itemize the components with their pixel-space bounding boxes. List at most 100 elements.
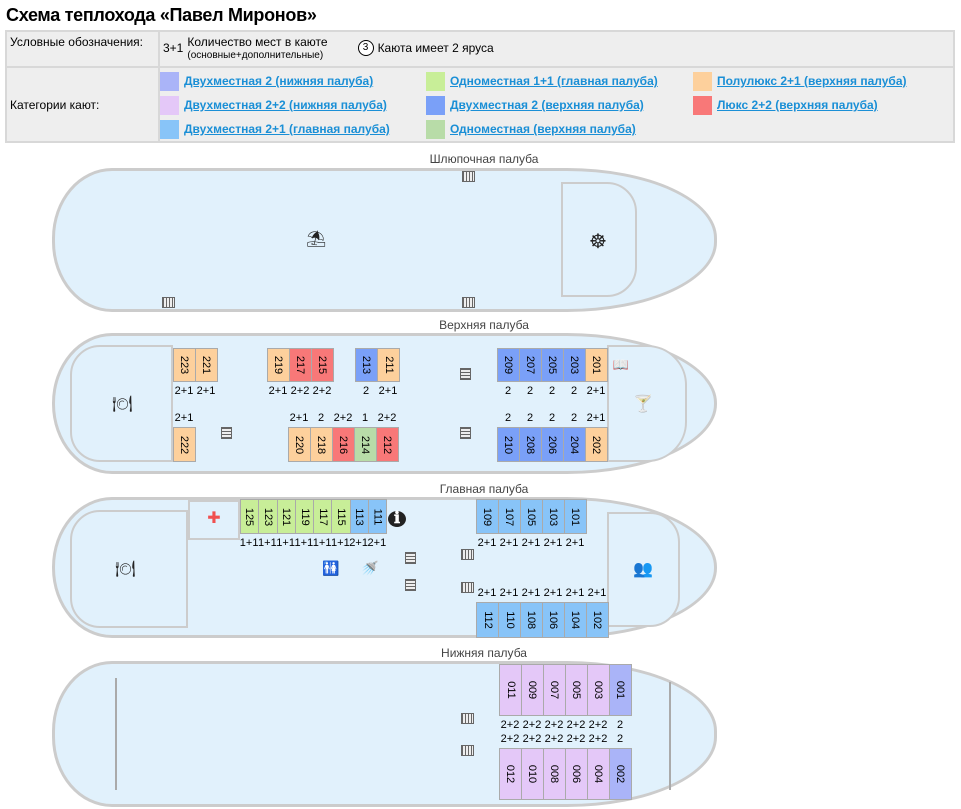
cabin-004[interactable]: 004 (587, 748, 610, 800)
category-item[interactable]: Двухместная 2 (нижняя палуба) (160, 69, 425, 93)
places-sample: 3+1 (163, 41, 184, 55)
cabin-number: 119 (298, 507, 311, 526)
stairs-icon (461, 745, 474, 756)
cabin-010[interactable]: 010 (521, 748, 544, 800)
deck-label: Главная палуба (439, 482, 529, 496)
restaurant-icon: 🍽 (115, 561, 136, 578)
cabin-218[interactable]: 218 (310, 427, 333, 462)
cabin-202[interactable]: 202 (585, 427, 608, 462)
cabin-203[interactable]: 203 (563, 348, 586, 382)
category-item[interactable]: Полулюкс 2+1 (верхняя палуба) (693, 69, 958, 93)
category-link[interactable]: Люкс 2+2 (верхняя палуба) (717, 98, 878, 112)
category-item[interactable]: Одноместная (верхняя палуба) (426, 117, 691, 141)
cabin-number: 215 (316, 355, 329, 375)
cabin-215[interactable]: 215 (311, 348, 334, 382)
cabin-112[interactable]: 112 (476, 602, 499, 638)
cabin-205[interactable]: 205 (541, 348, 564, 382)
category-link[interactable]: Двухместная 2 (нижняя палуба) (184, 74, 374, 88)
cabin-219[interactable]: 219 (267, 348, 290, 382)
tier-text: Каюта имеет 2 яруса (377, 41, 494, 55)
category-link[interactable]: Одноместная (верхняя палуба) (450, 122, 636, 136)
cabin-number: 103 (547, 507, 560, 526)
category-link[interactable]: Двухместная 2+2 (нижняя палуба) (184, 98, 387, 112)
stairs-icon (162, 297, 175, 308)
cabin-number: 123 (261, 507, 274, 526)
cabin-209[interactable]: 209 (497, 348, 520, 382)
cabin-201[interactable]: 201 (585, 348, 608, 382)
conference-icon: 👥 (633, 561, 653, 578)
cabin-number: 101 (569, 507, 582, 526)
cabin-207[interactable]: 207 (519, 348, 542, 382)
category-item[interactable]: Двухместная 2 (верхняя палуба) (426, 93, 691, 117)
cabin-221[interactable]: 221 (195, 348, 218, 382)
partition-line (669, 682, 671, 790)
cabin-102[interactable]: 102 (586, 602, 609, 638)
cabin-number: 104 (569, 610, 582, 630)
stairs-icon (221, 427, 232, 439)
cabin-number: 107 (503, 507, 516, 526)
cabin-012[interactable]: 012 (499, 748, 522, 800)
cabin-223[interactable]: 223 (173, 348, 196, 382)
cabin-places: 2+2 (522, 719, 542, 731)
cabin-places: 2+1 (174, 385, 194, 397)
cabin-002[interactable]: 002 (609, 748, 632, 800)
cabin-123[interactable]: 123 (258, 499, 278, 534)
cabin-number: 112 (481, 611, 494, 629)
cabin-206[interactable]: 206 (541, 427, 564, 462)
cabin-220[interactable]: 220 (288, 427, 311, 462)
cabin-008[interactable]: 008 (543, 748, 566, 800)
cabin-212[interactable]: 212 (376, 427, 399, 462)
cabin-011[interactable]: 011 (499, 664, 522, 716)
cabin-107[interactable]: 107 (498, 499, 521, 534)
cabin-places: 2+1 (477, 587, 497, 599)
cabin-places: 2 (616, 719, 624, 731)
category-link[interactable]: Двухместная 2 (верхняя палуба) (450, 98, 644, 112)
cabin-106[interactable]: 106 (542, 602, 565, 638)
cabin-103[interactable]: 103 (542, 499, 565, 534)
cabin-006[interactable]: 006 (565, 748, 588, 800)
cabin-110[interactable]: 110 (498, 602, 521, 638)
cabin-number: 210 (502, 435, 515, 454)
cabin-number: 108 (525, 610, 538, 630)
cabin-208[interactable]: 208 (519, 427, 542, 462)
cabin-214[interactable]: 214 (354, 427, 377, 462)
category-item[interactable]: Двухместная 2+1 (главная палуба) (160, 117, 425, 141)
cabin-104[interactable]: 104 (564, 602, 587, 638)
cabin-005[interactable]: 005 (565, 664, 588, 716)
cabin-119[interactable]: 119 (294, 499, 314, 534)
deck-label: Верхняя палуба (439, 318, 529, 332)
cabin-111[interactable]: 111 (367, 499, 387, 534)
category-item[interactable]: Люкс 2+2 (верхняя палуба) (693, 93, 958, 117)
cabin-101[interactable]: 101 (564, 499, 587, 534)
category-link[interactable]: Полулюкс 2+1 (верхняя палуба) (717, 74, 907, 88)
cabin-113[interactable]: 113 (349, 499, 369, 534)
cabin-109[interactable]: 109 (476, 499, 499, 534)
cabin-places: 2+1 (174, 412, 194, 424)
category-link[interactable]: Двухместная 2+1 (главная палуба) (184, 122, 390, 136)
cabin-105[interactable]: 105 (520, 499, 543, 534)
cabin-places: 2+1 (543, 587, 563, 599)
cabin-108[interactable]: 108 (520, 602, 543, 638)
cabin-213[interactable]: 213 (355, 348, 378, 382)
cabin-211[interactable]: 211 (377, 348, 400, 382)
cabin-places: 2 (526, 412, 534, 424)
category-link[interactable]: Одноместная 1+1 (главная палуба) (450, 74, 658, 88)
cabin-001[interactable]: 001 (609, 664, 632, 716)
legend-table: Условные обозначения: 3+1 Количество мес… (5, 30, 955, 143)
category-item[interactable]: Одноместная 1+1 (главная палуба) (426, 69, 691, 93)
cabin-003[interactable]: 003 (587, 664, 610, 716)
cabin-125[interactable]: 125 (240, 499, 260, 534)
cabin-217[interactable]: 217 (289, 348, 312, 382)
cabin-204[interactable]: 204 (563, 427, 586, 462)
cabin-117[interactable]: 117 (313, 499, 333, 534)
cabin-121[interactable]: 121 (276, 499, 296, 534)
restaurant-room (70, 510, 188, 628)
cabin-210[interactable]: 210 (497, 427, 520, 462)
cabin-115[interactable]: 115 (331, 499, 351, 534)
cabin-places: 2 (504, 385, 512, 397)
cabin-222[interactable]: 222 (173, 427, 196, 462)
cabin-007[interactable]: 007 (543, 664, 566, 716)
cabin-216[interactable]: 216 (332, 427, 355, 462)
cabin-009[interactable]: 009 (521, 664, 544, 716)
category-item[interactable]: Двухместная 2+2 (нижняя палуба) (160, 93, 425, 117)
